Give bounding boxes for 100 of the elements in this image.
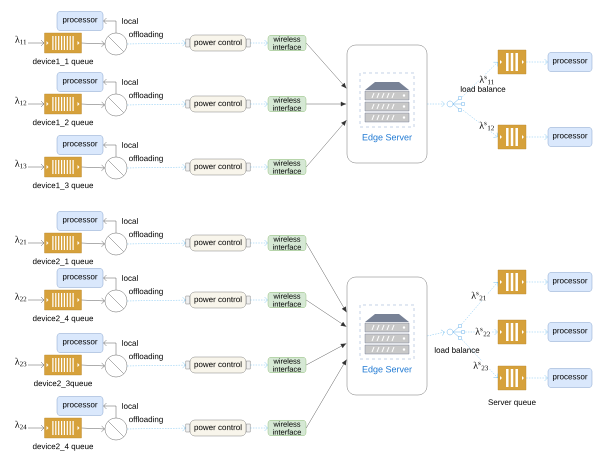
- edge-label: λ$_{12}$: [14, 96, 28, 106]
- arrow: [250, 362, 268, 368]
- switch-symbol: [104, 354, 128, 378]
- power-control-box: power control: [186, 96, 250, 112]
- queue-label: device2_1 queue: [32, 258, 94, 266]
- queue-label: device1_3 queue: [32, 182, 94, 190]
- arrow: [28, 296, 44, 304]
- arrow: [127, 424, 186, 432]
- queue-drawing: [498, 270, 526, 294]
- queue-label: device1_1 queue: [32, 58, 94, 66]
- switch-symbol: [104, 232, 128, 256]
- edge-label: local: [121, 18, 139, 24]
- arrow: [427, 330, 445, 336]
- arrow: [462, 62, 498, 98]
- power-control-box: power control: [186, 356, 250, 374]
- arrow: [127, 362, 186, 368]
- edge-label: λ$_{24}$: [14, 420, 28, 430]
- arrow: [103, 340, 116, 355]
- queue-drawing: [498, 366, 526, 390]
- queue-label: device2_3queue: [34, 380, 92, 388]
- edge-label: local: [121, 218, 139, 224]
- switch-symbol: [104, 156, 128, 180]
- arrow: [82, 298, 105, 304]
- arrow: [250, 100, 268, 108]
- processor-box: processor: [548, 272, 592, 292]
- power-control-box: power control: [186, 158, 250, 176]
- edge-label: offloading: [128, 288, 164, 296]
- arrow: [103, 18, 116, 33]
- arrow: [127, 240, 186, 246]
- arrow: [82, 164, 105, 172]
- power-control-box: power control: [186, 34, 250, 52]
- queue-drawing: [498, 50, 526, 74]
- arrow: [250, 40, 268, 46]
- power-control-box: power control: [186, 234, 250, 252]
- arrow: [306, 42, 346, 88]
- arrow: [28, 164, 44, 170]
- queue-label: device2_4 queue: [32, 443, 94, 451]
- arrow: [306, 359, 347, 428]
- processor-box: processor: [56, 396, 104, 416]
- arrow: [250, 296, 268, 304]
- processor-box: processor: [56, 135, 104, 155]
- switch-symbol: [104, 94, 128, 116]
- edge-label: local: [121, 78, 139, 86]
- arrow: [28, 40, 44, 46]
- processor-box: processor: [56, 268, 104, 288]
- edge-label: λ$_{11}$: [14, 35, 28, 45]
- arrow: [28, 424, 44, 432]
- processor-box: processor: [56, 11, 104, 31]
- arrow: [127, 40, 186, 46]
- arrow: [526, 134, 548, 140]
- arrow: [82, 40, 105, 48]
- switch-symbol: [104, 32, 128, 56]
- processor-box: processor: [548, 52, 592, 72]
- hub-label: load balance: [460, 86, 506, 92]
- arrow: [82, 362, 105, 370]
- edge-label: offloading: [128, 92, 164, 100]
- arrow: [250, 164, 268, 170]
- arrow: [127, 100, 186, 108]
- arrow: [82, 426, 105, 432]
- edge-label: local: [121, 142, 139, 148]
- processor-box: processor: [56, 333, 104, 353]
- server-label: Edge Server: [362, 366, 412, 374]
- arrow: [462, 110, 498, 138]
- server-label: Edge Server: [362, 134, 412, 142]
- edge-label: λ$_{21}$: [14, 235, 28, 245]
- arrow: [250, 240, 268, 246]
- arrow: [28, 100, 44, 108]
- arrow: [526, 278, 548, 286]
- arrow: [526, 328, 548, 336]
- power-control-box: power control: [186, 292, 250, 308]
- edge-label: offloading: [128, 154, 164, 164]
- arrow: [103, 402, 116, 418]
- arrow: [103, 218, 116, 233]
- arrow: [526, 374, 548, 382]
- arrow: [127, 296, 186, 304]
- server-queue-label: Server queue: [488, 399, 536, 407]
- queue-drawing: [498, 124, 526, 150]
- hub-label: load balance: [434, 347, 480, 353]
- switch-symbol: [104, 418, 128, 440]
- edge-label: λ$_{13}$: [14, 159, 28, 169]
- edge-label: local: [121, 340, 139, 346]
- arrow: [82, 240, 105, 248]
- arrow: [127, 164, 186, 170]
- edge-label: λ$_{22}$: [14, 292, 28, 302]
- queue-label: device1_2 queue: [32, 119, 94, 127]
- arrow: [250, 424, 268, 432]
- processor-box: processor: [56, 211, 104, 231]
- arrow: [306, 343, 346, 366]
- arrow: [103, 78, 116, 94]
- arrow: [306, 120, 347, 168]
- arrow: [82, 102, 105, 108]
- arrow: [306, 102, 346, 106]
- queue-drawing: [498, 320, 526, 344]
- processor-box: processor: [548, 368, 592, 388]
- edge-label: λ$_{23}$: [14, 357, 28, 367]
- arrow: [427, 100, 445, 108]
- edge-label: offloading: [128, 230, 164, 240]
- arrow: [465, 328, 498, 336]
- edge-label: local: [121, 274, 139, 282]
- arrow: [28, 362, 44, 368]
